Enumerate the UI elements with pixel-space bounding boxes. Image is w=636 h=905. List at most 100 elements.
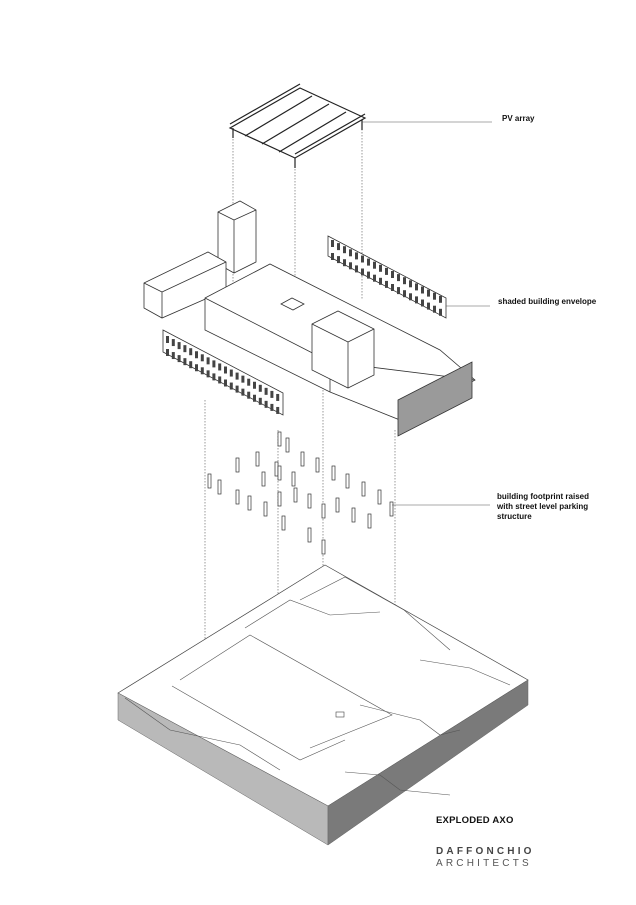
louver-fin	[433, 305, 436, 313]
louver-fin	[385, 267, 388, 275]
louver-fin	[439, 295, 442, 303]
parking-column	[307, 527, 312, 543]
louver-fin	[183, 358, 187, 366]
louver-fin	[415, 283, 418, 291]
louver-fin	[253, 394, 256, 402]
louver-fin	[349, 262, 352, 270]
louver-fin	[415, 296, 418, 304]
parking-column	[300, 451, 305, 467]
louver-fin	[177, 355, 181, 363]
louver-fin	[218, 376, 222, 384]
louver-fin	[247, 378, 251, 386]
louver-fin	[229, 382, 233, 390]
louver-fin	[200, 367, 204, 375]
louver-fin	[427, 302, 430, 310]
parking-column	[291, 471, 296, 487]
louver-fin	[421, 299, 424, 307]
louver-fin	[343, 246, 346, 254]
parking-column	[277, 491, 282, 507]
louver-fin	[391, 284, 394, 291]
louver-fin	[276, 393, 280, 401]
parking-column	[335, 497, 340, 513]
parking-column	[261, 471, 266, 487]
parking-column	[293, 487, 298, 503]
louver-fin	[166, 336, 169, 343]
parking-column	[351, 507, 356, 523]
louver-fin	[276, 406, 280, 414]
louver-fin	[391, 271, 394, 278]
louver-fin	[258, 397, 262, 405]
louver-fin	[337, 243, 340, 251]
label-footprint-line-2: with street level parking	[497, 502, 589, 511]
louver-fin	[264, 387, 268, 395]
louver-fin	[367, 271, 370, 279]
louver-fin	[403, 290, 406, 298]
louver-fin	[433, 292, 436, 300]
louver-fin	[373, 274, 376, 282]
louver-fin	[253, 381, 256, 389]
parking-column	[277, 465, 282, 481]
louver-fin	[343, 259, 346, 267]
louver-fin	[183, 345, 187, 353]
pv-array	[228, 83, 367, 168]
parking-column	[321, 539, 326, 555]
louver-fin	[337, 256, 340, 264]
louver-fin	[166, 349, 169, 356]
louver-fin	[270, 390, 274, 398]
louver-fin	[171, 352, 175, 360]
louver-fin	[379, 264, 382, 272]
parking-column	[315, 457, 320, 473]
logo-line-1: DAFFONCHIO	[436, 846, 535, 857]
parking-columns	[207, 431, 394, 555]
louver-fin	[331, 253, 334, 260]
label-footprint-line-3: structure	[497, 512, 532, 521]
parking-column	[367, 513, 372, 529]
louver-fin	[200, 354, 204, 362]
parking-column	[207, 473, 212, 489]
parking-column	[307, 493, 312, 509]
facade-louvers	[166, 240, 442, 414]
louver-fin	[397, 287, 400, 295]
louver-fin	[189, 348, 193, 356]
louver-fin	[206, 357, 210, 365]
louver-fin	[247, 391, 251, 399]
louver-fin	[379, 277, 382, 285]
parking-column	[281, 515, 286, 531]
parking-column	[345, 473, 350, 489]
louver-fin	[409, 280, 412, 288]
parking-column	[217, 479, 222, 495]
louver-fin	[235, 385, 239, 393]
louver-fin	[367, 258, 370, 266]
drawing-title: EXPLODED AXO	[436, 815, 514, 826]
louver-fin	[373, 261, 376, 269]
parking-column	[277, 431, 282, 447]
louver-fin	[427, 289, 430, 297]
louver-fin	[421, 286, 424, 294]
leader-lines	[362, 121, 492, 506]
louver-fin	[177, 342, 181, 350]
louver-fin	[241, 375, 245, 383]
louver-fin	[206, 370, 210, 378]
louver-fin	[361, 255, 364, 263]
louver-fin	[195, 364, 198, 372]
louver-fin	[439, 308, 442, 316]
parking-column	[331, 465, 336, 481]
louver-fin	[235, 372, 239, 380]
parking-column	[235, 489, 240, 505]
louver-fin	[361, 268, 364, 276]
louver-fin	[264, 400, 268, 408]
louver-fin	[349, 249, 352, 257]
louver-fin	[258, 384, 262, 392]
louver-fin	[270, 403, 274, 411]
louver-fin	[331, 240, 334, 247]
parking-column	[361, 481, 366, 497]
louver-fin	[224, 366, 227, 374]
louver-fin	[241, 388, 245, 396]
site-slab	[117, 564, 529, 846]
parking-column	[321, 503, 326, 519]
louver-fin	[355, 265, 358, 273]
parking-column	[247, 495, 252, 511]
louver-fin	[229, 369, 233, 377]
